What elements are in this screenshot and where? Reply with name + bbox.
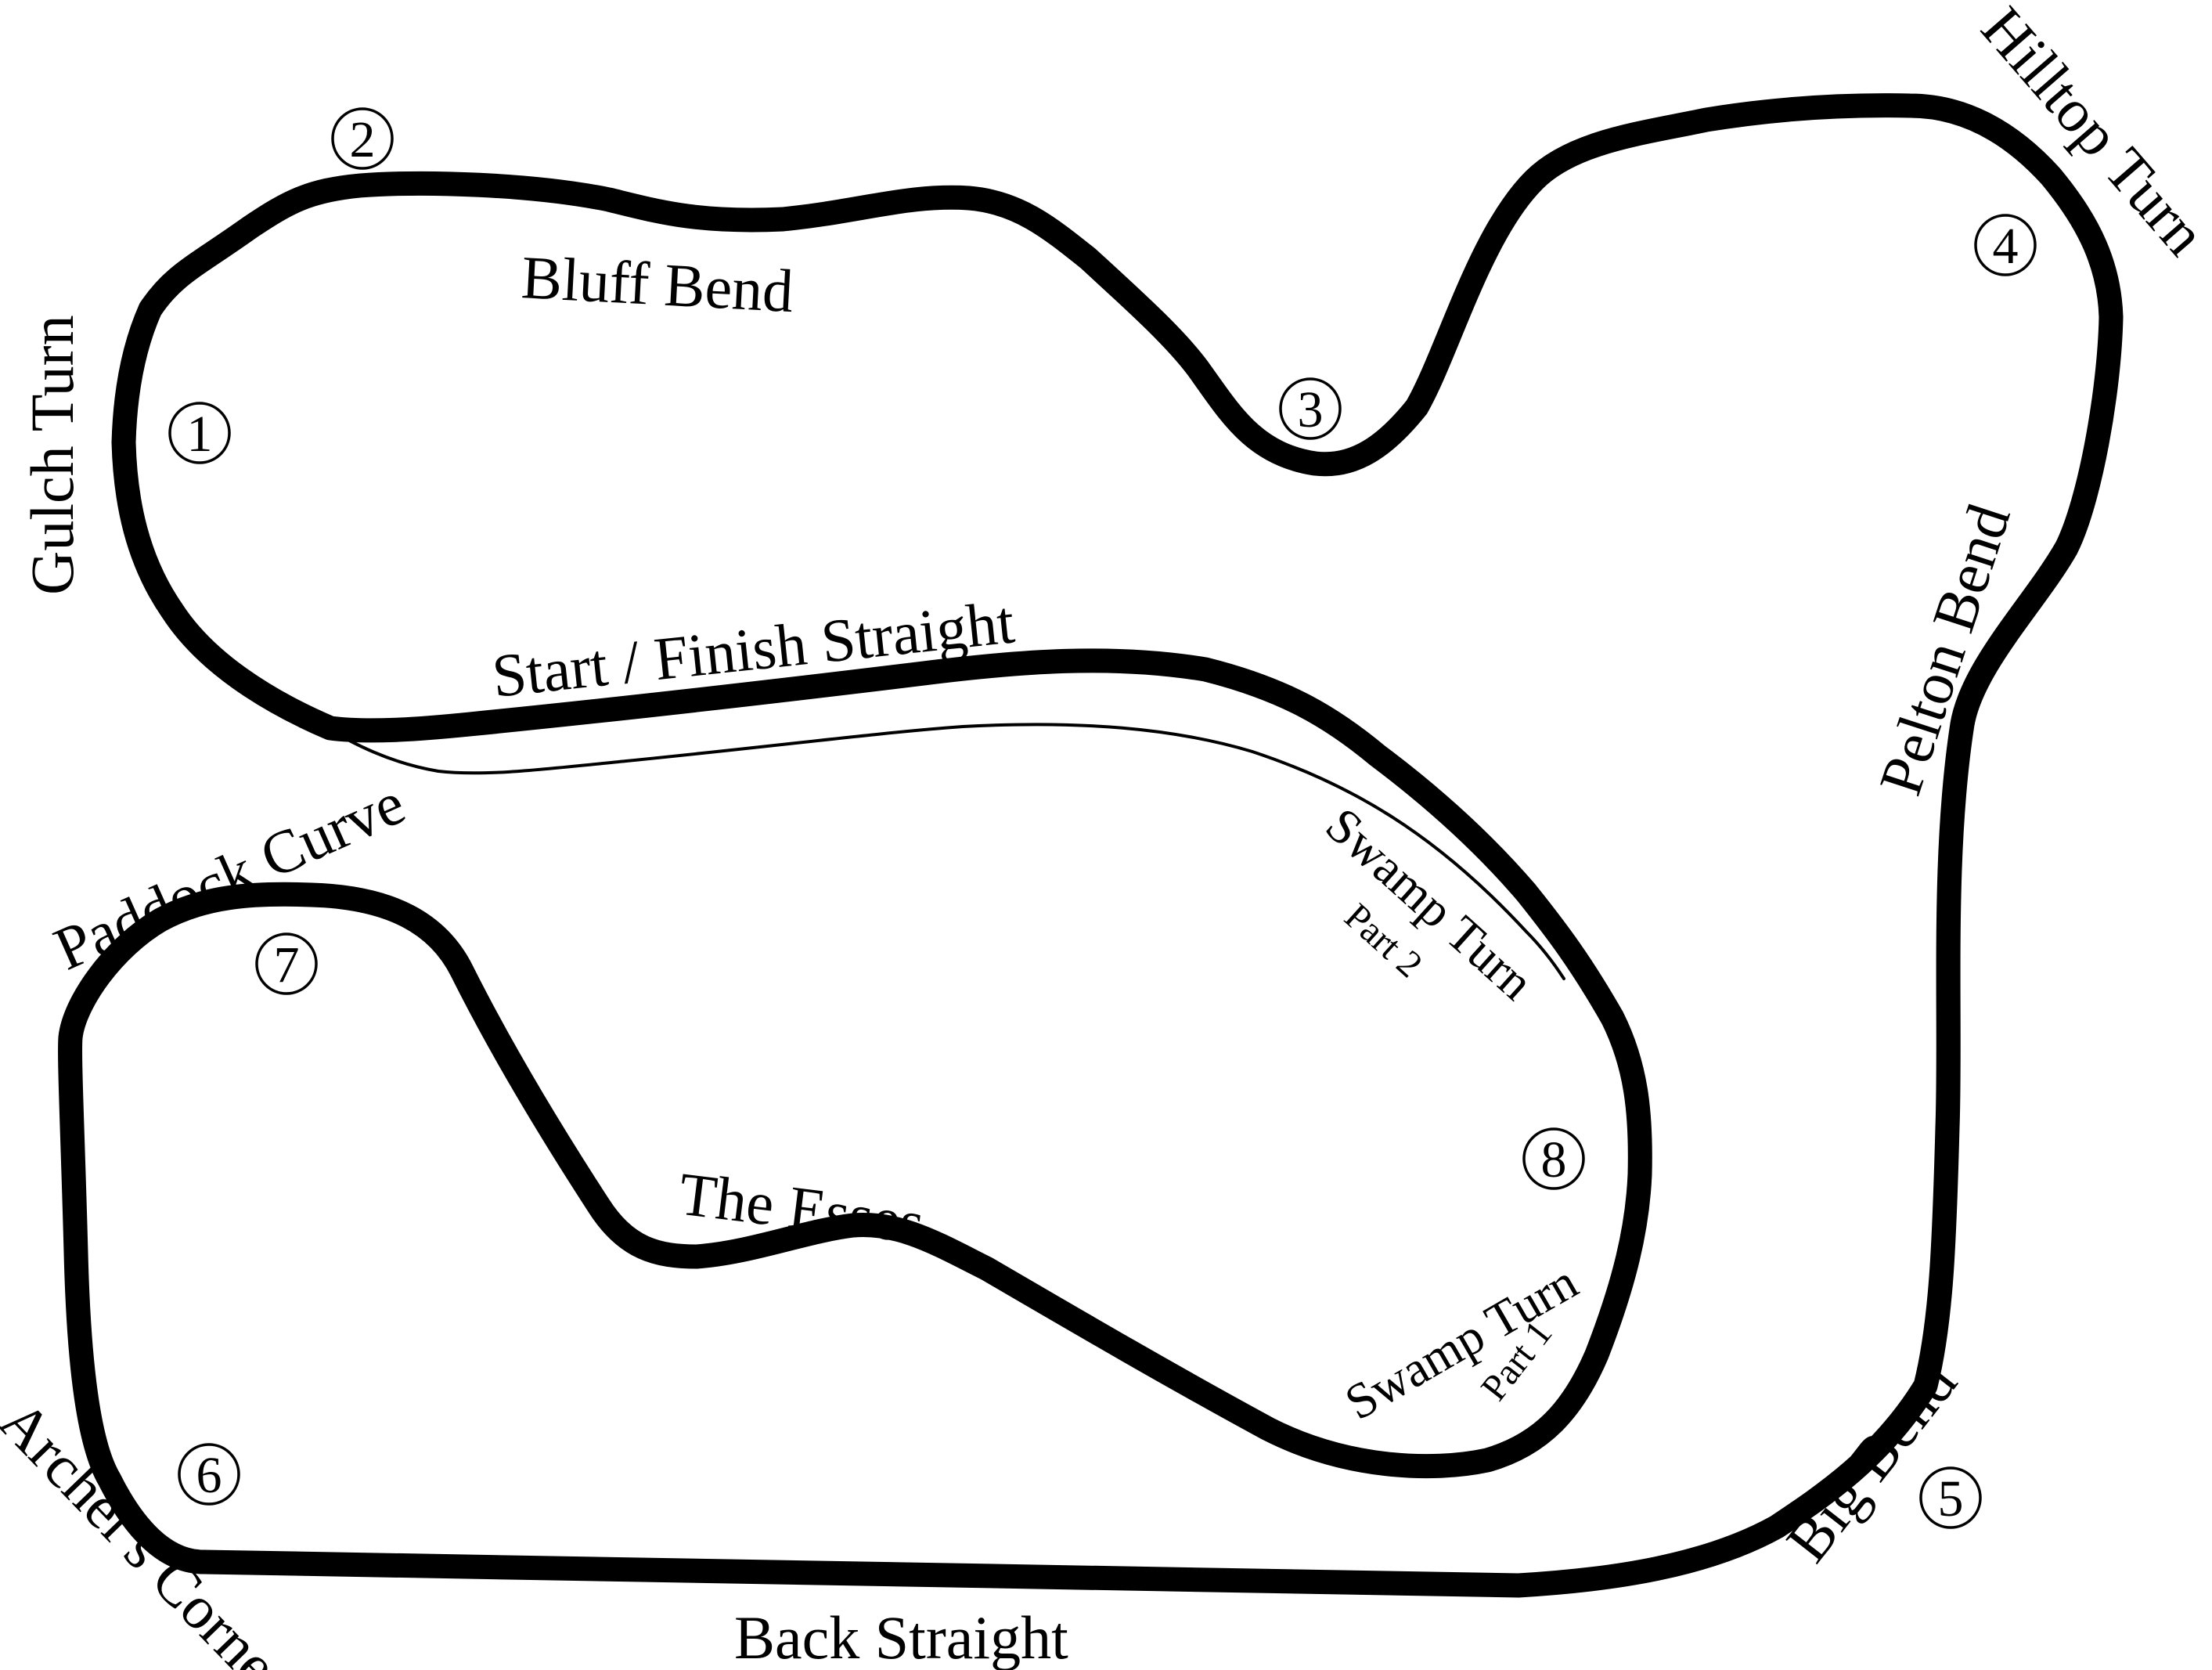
label-gulch-turn: Gulch Turn — [18, 315, 86, 595]
svg-text:1: 1 — [187, 406, 213, 463]
turn-marker-7: 7 — [255, 932, 318, 995]
svg-text:7: 7 — [274, 936, 300, 994]
svg-text:4: 4 — [1993, 218, 2019, 275]
label-big-bend: Big Bend — [1773, 1349, 1969, 1574]
svg-text:3: 3 — [1298, 381, 1324, 438]
turn-marker-1: 1 — [168, 402, 231, 464]
label-paddock-curve: Paddock Curve — [45, 768, 415, 983]
turn-marker-8: 8 — [1522, 1127, 1585, 1190]
svg-text:8: 8 — [1541, 1131, 1567, 1188]
label-the-esses: The Esses — [675, 1160, 928, 1257]
label-archers-corner: Archer's Corner — [0, 1387, 306, 1670]
label-bluff-bend: Bluff Bend — [520, 243, 794, 325]
turn-marker-3: 3 — [1279, 377, 1342, 440]
track-main-circuit — [58, 93, 2124, 1598]
turn-marker-5: 5 — [1919, 1466, 1982, 1529]
label-back-straight: Back Straight — [734, 1603, 1068, 1670]
turn-marker-4: 4 — [1974, 214, 2037, 276]
track-alternate-link — [319, 723, 1565, 980]
svg-text:6: 6 — [196, 1447, 222, 1504]
turn-marker-2: 2 — [331, 107, 394, 170]
svg-text:2: 2 — [350, 111, 376, 168]
label-swamp-turn-part2: Swamp Turn — [1316, 797, 1544, 1011]
svg-text:5: 5 — [1938, 1470, 1964, 1528]
turn-marker-6: 6 — [178, 1443, 240, 1506]
